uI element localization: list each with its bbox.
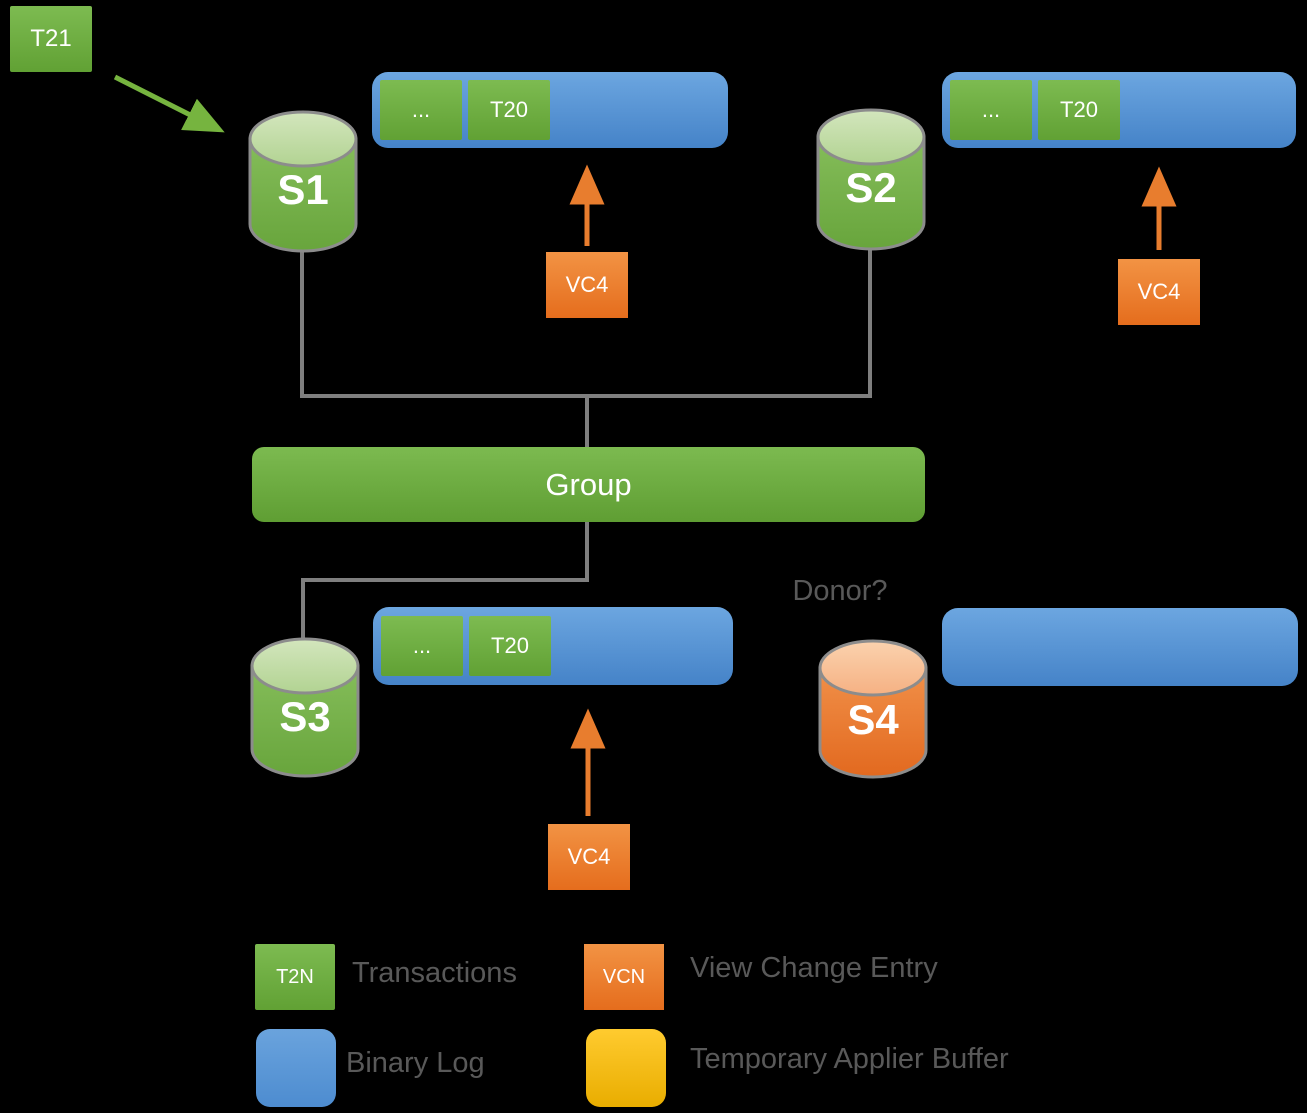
donor-question-label: Donor? bbox=[792, 575, 888, 607]
server-s3-cylinder-icon bbox=[250, 637, 360, 778]
legend-applier-buffer-swatch bbox=[586, 1029, 666, 1107]
binlog-entry-label: ... bbox=[411, 97, 431, 122]
server-s1-label: S1 bbox=[277, 166, 329, 213]
legend-swatch-label: VCN bbox=[602, 965, 646, 988]
binlog-entry-label: T20 bbox=[1060, 97, 1098, 122]
server-s4-cylinder-icon bbox=[818, 639, 928, 779]
view-change-entry-s3: VC4 bbox=[548, 824, 630, 890]
legend-applier-buffer-label: Temporary Applier Buffer bbox=[690, 1043, 1009, 1075]
server-s1-cylinder-icon bbox=[248, 110, 358, 253]
view-change-entry-label: VC4 bbox=[567, 844, 611, 869]
legend-transactions-label: Transactions bbox=[352, 957, 517, 989]
binlog-entry-label: ... bbox=[412, 633, 432, 658]
server-s2-cylinder-icon bbox=[816, 108, 926, 251]
view-change-entry-s2: VC4 bbox=[1118, 259, 1200, 325]
connector-group-to-s3 bbox=[301, 520, 589, 648]
view-change-entry-label: VC4 bbox=[1137, 279, 1181, 304]
transaction-t21-chip: T21 bbox=[10, 6, 92, 72]
binlog-entry-label: ... bbox=[981, 97, 1001, 122]
binlog-entry-chip: ... bbox=[950, 80, 1032, 140]
arrow-t21-to-s1-icon bbox=[113, 74, 225, 133]
transaction-t21-label: T21 bbox=[30, 25, 72, 52]
binlog-entry-chip: T20 bbox=[468, 80, 550, 140]
binary-log-s4-empty bbox=[942, 608, 1298, 686]
group-box: Group bbox=[252, 447, 925, 522]
binlog-entry-chip: ... bbox=[381, 616, 463, 676]
legend-view-change-swatch: VCN bbox=[584, 944, 664, 1010]
binary-log-s3: ... T20 bbox=[373, 607, 733, 685]
server-s3-label: S3 bbox=[279, 693, 331, 740]
binlog-entry-chip: T20 bbox=[469, 616, 551, 676]
legend-view-change-label: View Change Entry bbox=[690, 952, 938, 984]
legend-binary-log-swatch bbox=[256, 1029, 336, 1107]
group-label: Group bbox=[545, 466, 632, 502]
server-s2-label: S2 bbox=[845, 164, 897, 211]
legend-binary-log-label: Binary Log bbox=[346, 1047, 485, 1079]
binary-log-s2: ... T20 bbox=[942, 72, 1296, 148]
legend-transactions-swatch: T2N bbox=[255, 944, 335, 1010]
binlog-entry-label: T20 bbox=[491, 633, 529, 658]
binlog-entry-chip: ... bbox=[380, 80, 462, 140]
binlog-entry-label: T20 bbox=[490, 97, 528, 122]
view-change-entry-label: VC4 bbox=[565, 272, 609, 297]
view-change-entry-s1: VC4 bbox=[546, 252, 628, 318]
binlog-entry-chip: T20 bbox=[1038, 80, 1120, 140]
legend-swatch-label: T2N bbox=[276, 965, 314, 988]
binary-log-s1: ... T20 bbox=[372, 72, 728, 148]
server-s4-label: S4 bbox=[847, 696, 899, 743]
